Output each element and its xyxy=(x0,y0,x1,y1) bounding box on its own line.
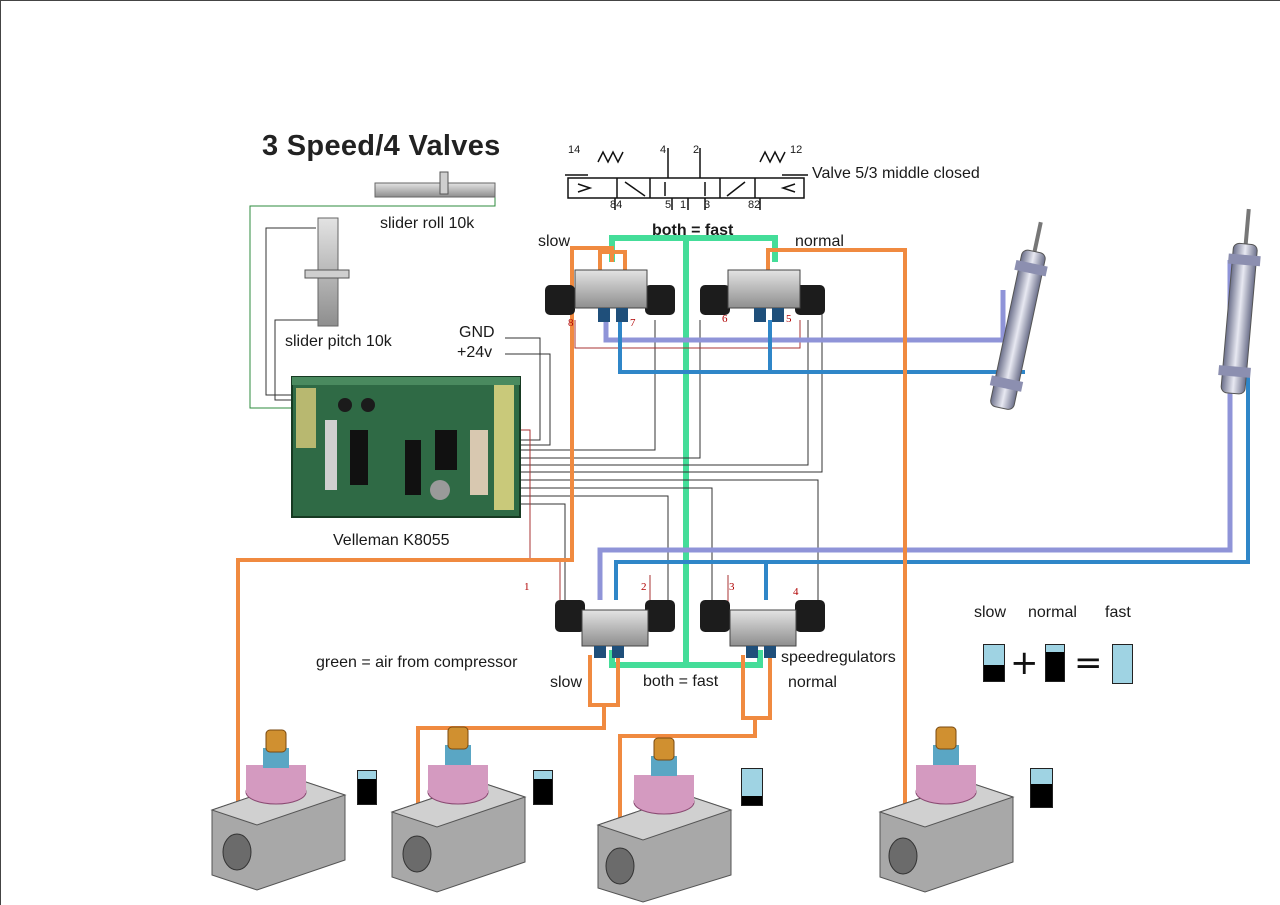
bottom-slow-label: slow xyxy=(550,674,583,691)
terminal-3: 3 xyxy=(729,581,735,593)
valve-bottom-normal xyxy=(700,600,825,658)
terminal-6: 6 xyxy=(722,313,728,325)
port-1: 1 xyxy=(680,199,687,211)
legend-fast-label: fast xyxy=(1105,604,1131,621)
board-label: Velleman K8055 xyxy=(333,532,450,549)
speed-regulator-2 xyxy=(390,726,527,893)
port-2: 2 xyxy=(693,144,700,156)
terminal-5: 5 xyxy=(786,313,792,325)
legend-equals: = xyxy=(1074,643,1103,683)
port-5: 5 xyxy=(665,199,672,211)
speed-regulators-label: speedregulators xyxy=(781,649,896,666)
cylinder-1 xyxy=(989,221,1048,410)
legend-normal-label: normal xyxy=(1028,604,1077,621)
velleman-board xyxy=(291,376,521,518)
slider-pitch xyxy=(304,217,350,327)
diagram-title: 3 Speed/4 Valves xyxy=(262,130,501,162)
valve-symbol-label: Valve 5/3 middle closed xyxy=(812,165,980,182)
top-both-fast-label: both = fast xyxy=(652,222,734,239)
valve-5-3-symbol xyxy=(565,148,808,210)
regulator-gauge-4 xyxy=(1030,768,1053,808)
regulator-gauge-3 xyxy=(741,768,763,806)
top-slow-label: slow xyxy=(538,233,571,250)
regulator-gauge-1 xyxy=(357,770,377,805)
speed-regulator-3 xyxy=(596,737,733,903)
speed-regulator-4 xyxy=(878,726,1015,893)
legend-plus: + xyxy=(1010,643,1039,683)
legend-slow-label: slow xyxy=(974,604,1007,621)
blue-tubes xyxy=(614,320,1250,600)
legend-gauge-fast xyxy=(1112,644,1133,684)
slider-roll xyxy=(374,171,496,198)
regulator-gauge-2 xyxy=(533,770,553,805)
port-12: 12 xyxy=(790,144,803,156)
speed-regulator-1 xyxy=(210,729,347,891)
terminal-4: 4 xyxy=(793,586,799,598)
valve-top-slow xyxy=(545,269,675,322)
legend-gauge-slow xyxy=(983,644,1005,682)
violet-tubes xyxy=(597,260,1233,600)
terminal-8: 8 xyxy=(568,317,574,329)
terminal-1: 1 xyxy=(524,581,530,593)
v24-label: +24v xyxy=(457,344,493,361)
bottom-normal-label: normal xyxy=(788,674,837,691)
top-normal-label: normal xyxy=(795,233,844,250)
slider-pitch-label: slider pitch 10k xyxy=(285,333,392,350)
port-14: 14 xyxy=(568,144,581,156)
slider-roll-label: slider roll 10k xyxy=(380,215,475,232)
cylinder-2 xyxy=(1218,208,1261,395)
green-note: green = air from compressor xyxy=(316,654,518,671)
port-4: 4 xyxy=(660,144,667,156)
legend-gauge-normal xyxy=(1045,644,1065,682)
control-wires xyxy=(249,195,823,605)
valve-top-normal xyxy=(700,269,825,322)
port-3: 3 xyxy=(704,199,711,211)
port-84: 84 xyxy=(610,199,623,211)
gnd-label: GND xyxy=(459,324,495,341)
terminal-7: 7 xyxy=(630,317,636,329)
port-82: 82 xyxy=(748,199,761,211)
terminal-2: 2 xyxy=(641,581,647,593)
orange-tubes xyxy=(236,246,907,870)
valve-bottom-slow xyxy=(555,600,675,658)
bottom-both-fast-label: both = fast xyxy=(643,673,719,690)
